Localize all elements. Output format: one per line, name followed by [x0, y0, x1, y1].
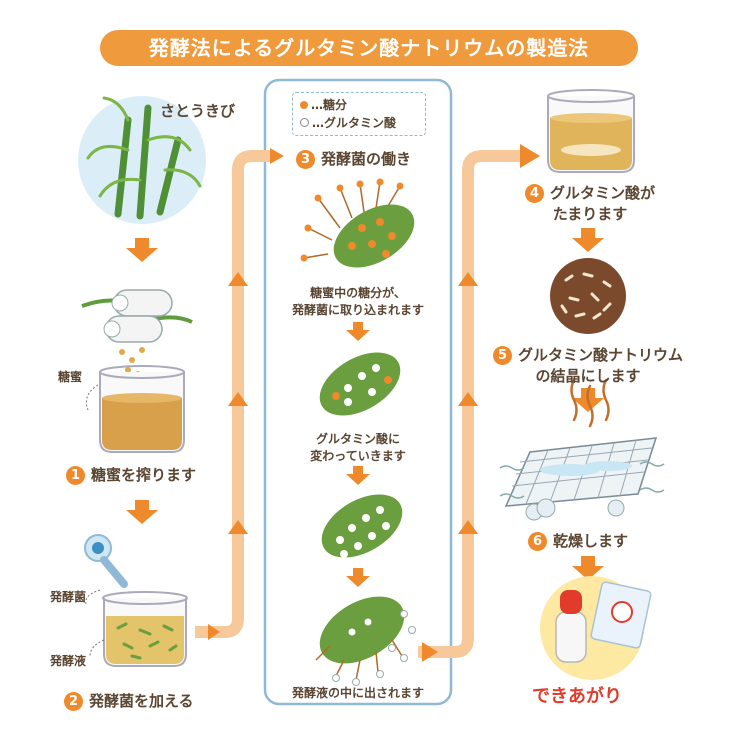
final-product-illustration	[540, 576, 652, 680]
left-connector-pipe	[195, 150, 272, 638]
left-down-arrows	[126, 238, 158, 524]
legend-sugar: …糖分	[300, 96, 347, 113]
right-connector-arrows	[422, 144, 540, 662]
completed-label: できあがり	[532, 686, 622, 707]
broth-label: 発酵液	[50, 654, 87, 668]
caption-converting: グルタミン酸に変わっていきます	[310, 432, 406, 463]
left-connector-arrows	[208, 148, 284, 640]
page-title: 発酵法によるグルタミン酸ナトリウムの製造法	[100, 30, 638, 66]
caption-sugar-intake: 糖蜜中の糖分が、発酵菌に取り込まれます	[291, 286, 424, 317]
sugar-dot-icon	[300, 101, 308, 109]
glutamate-dot-icon	[300, 118, 309, 127]
sugarcane-label: さとうきび	[160, 102, 236, 120]
drying-rack	[499, 378, 665, 521]
center-down-arrows	[346, 322, 370, 587]
sugarcane-illustration	[78, 96, 206, 224]
bacterium-glutamate	[321, 494, 403, 558]
bacteria-label: 発酵菌	[50, 590, 87, 604]
crystal-disc	[550, 258, 626, 334]
bacterium-converting	[319, 352, 401, 416]
bacterium-releasing	[315, 596, 416, 686]
press-rollers-illustration	[81, 289, 193, 377]
bacterium-sugar-intake	[300, 178, 415, 268]
caption-released: 発酵液の中に出されます	[291, 686, 424, 700]
legend	[292, 92, 426, 136]
legend-glutamate: …グルタミン酸	[300, 114, 396, 131]
molasses-label: 糖蜜	[58, 370, 83, 384]
glutamate-beaker	[547, 89, 635, 173]
bacteria-beaker	[84, 534, 188, 667]
molasses-beaker	[85, 365, 185, 453]
